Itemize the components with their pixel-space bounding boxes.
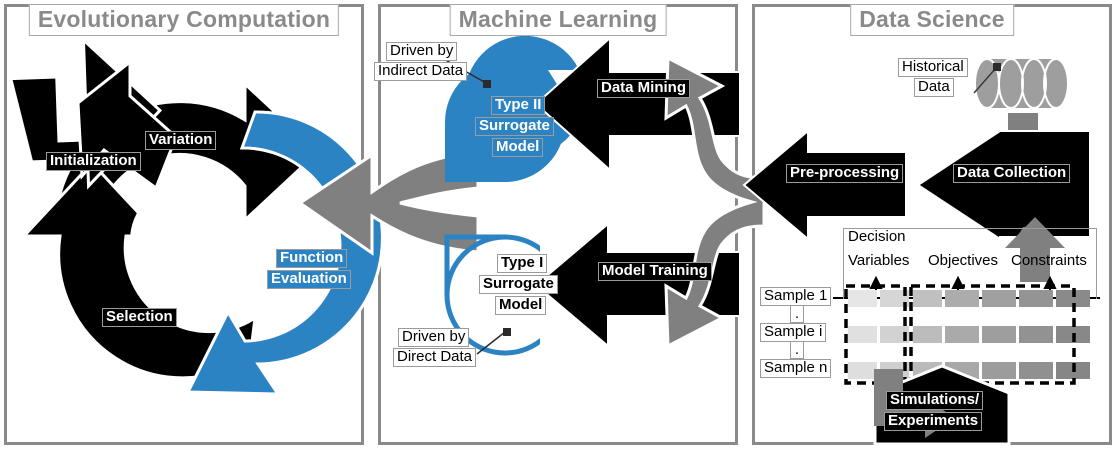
label-variation: Variation	[145, 131, 217, 150]
label-type-2-line1: Type II	[491, 96, 546, 115]
row-label-sample-i: Sample i	[760, 323, 827, 342]
direct-data-leader-line	[476, 331, 506, 355]
label-data-mining: Data Mining	[597, 79, 690, 98]
callout-direct-data-line2: Direct Data	[393, 348, 477, 367]
callout-direct-data-line1: Driven by	[398, 328, 470, 347]
data-collection-arrow	[916, 130, 1091, 241]
label-historical-data-line1: Historical	[898, 58, 968, 77]
selection-arrow	[20, 160, 257, 380]
label-function-evaluation-line2: Evaluation	[267, 270, 351, 289]
panel-title-machine-learning: Machine Learning	[449, 4, 667, 36]
type-1-blob-corner	[444, 234, 505, 295]
callout-indirect-data-line2: Indirect Data	[374, 62, 468, 81]
pre-processing-arrow	[742, 128, 907, 242]
label-pre-processing: Pre-processing	[786, 164, 904, 183]
dashed-box-objectives-constraints	[909, 284, 1076, 385]
cycle-center-hole	[130, 184, 242, 296]
data-mining-arrow	[534, 35, 741, 173]
row-label-sample-1: Sample 1	[760, 287, 832, 306]
row-separator-dot-1: .	[790, 305, 804, 323]
indirect-data-leader-dot	[483, 80, 491, 88]
label-type-2-line2: Surrogate	[475, 117, 554, 136]
database-cylinder-icon	[974, 58, 1069, 109]
panel-title-data-science: Data Science	[850, 4, 1014, 36]
row-label-sample-n: Sample n	[760, 359, 832, 378]
row-separator-dot-2: .	[790, 341, 804, 359]
label-type-1-line2: Surrogate	[479, 275, 558, 294]
label-type-1-line3: Model	[495, 296, 547, 315]
label-type-2-line3: Model	[492, 138, 544, 157]
label-experiments: Experiments	[884, 412, 983, 431]
label-initialization: Initialization	[46, 152, 141, 171]
label-selection: Selection	[102, 308, 177, 327]
label-historical-data-line2: Data	[914, 78, 954, 97]
table-to-collection-up-arrow-2	[1005, 217, 1065, 282]
callout-indirect-data-line1: Driven by	[386, 42, 458, 61]
header-decision-line2: Variables	[848, 252, 910, 269]
historical-data-leader-line	[973, 67, 997, 94]
header-objectives: Objectives	[928, 252, 999, 269]
label-model-training: Model Training	[598, 262, 712, 281]
label-simulations: Simulations/	[886, 391, 984, 410]
header-decision-line1: Decision	[848, 228, 906, 245]
label-function-evaluation-line1: Function	[276, 249, 348, 268]
historical-data-leader-dot	[993, 63, 1001, 71]
header-constraints: Constraints	[1011, 252, 1087, 269]
data-matrix	[848, 290, 1090, 379]
label-data-collection: Data Collection	[953, 164, 1071, 183]
label-type-1-line1: Type I	[497, 254, 548, 273]
initialization-arrow-head	[76, 58, 178, 191]
panel-title-evolutionary-computation: Evolutionary Computation	[28, 4, 340, 36]
ml-to-ec-gray-arrow	[297, 150, 480, 256]
table-header-box	[843, 228, 1097, 299]
direct-data-leader-dot	[503, 328, 511, 336]
